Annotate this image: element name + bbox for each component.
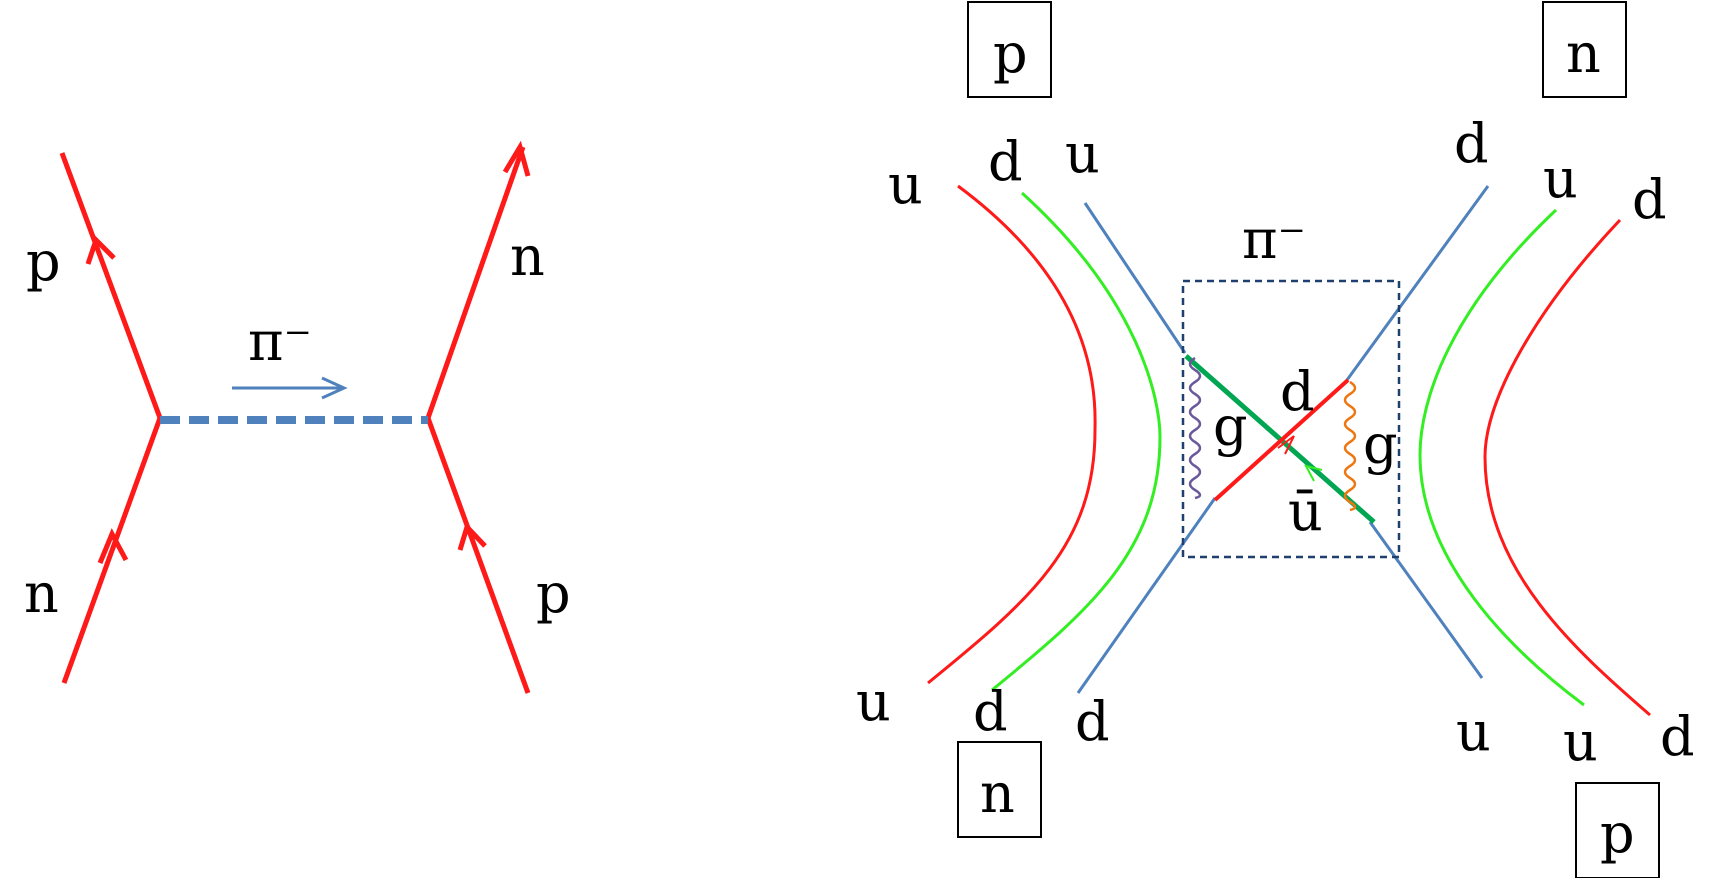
spectator-d-right [1483, 218, 1651, 717]
inner-label-d: d [1280, 360, 1315, 423]
proton-in-line [425, 417, 531, 694]
quark-line-d-bottom-left [1076, 497, 1217, 694]
gluon-right [1343, 380, 1357, 512]
neutron-in-line [61, 417, 163, 684]
arrow-icon [457, 522, 487, 551]
inner-label-ubar: ū [1288, 480, 1323, 543]
hadron-box-n-bottom-left [957, 741, 1042, 838]
gluon-label-left: g [1213, 395, 1248, 458]
quark-label-d: d [973, 680, 1008, 743]
quark-label-d: d [1632, 168, 1667, 231]
quark-label-u: u [888, 153, 923, 216]
hadron-box-p-bottom-right [1575, 782, 1660, 878]
hadron-box-n-top-right [1542, 1, 1627, 98]
quark-line-d-top-right [1345, 185, 1490, 381]
gluon-left [1188, 356, 1202, 500]
neutron-out-line [425, 146, 526, 419]
quark-label-u: u [1065, 122, 1100, 185]
quark-line-u-bottom-right [1368, 521, 1484, 679]
hadron-label-n-top-right: n [1566, 22, 1601, 85]
arrow-icon [502, 140, 531, 177]
quark-label-u: u [1543, 147, 1578, 210]
gluon-label-right: g [1363, 413, 1398, 476]
pion-label: π⁻ [1242, 208, 1306, 271]
label-p-top-left: p [26, 230, 61, 293]
quark-line-u-top-left [1083, 202, 1187, 354]
quark-label-d: d [988, 130, 1023, 193]
spectator-u-left [927, 184, 1097, 685]
arrow-icon [85, 235, 116, 265]
quark-label-u: u [856, 670, 891, 733]
pion-region-box [1181, 279, 1401, 559]
hadron-label-n-bottom-left: n [980, 762, 1015, 825]
spectator-u-right [1418, 208, 1585, 707]
d-quark-line [1213, 378, 1350, 502]
hadron-label-p-bottom-right: p [1600, 802, 1635, 865]
label-pi-minus: π⁻ [248, 310, 312, 373]
label-p-bottom-right: p [536, 562, 571, 625]
label-n-top-right: n [510, 225, 545, 288]
quark-label-u: u [1563, 710, 1598, 773]
quark-level-diagram: p n n p π⁻ d ū g g [856, 1, 1695, 878]
hadron-label-p-top-left: p [993, 22, 1028, 85]
quark-label-d: d [1454, 112, 1489, 175]
arrow-icon [97, 528, 129, 564]
arrow-icon [1304, 464, 1323, 482]
quark-label-u: u [1456, 700, 1491, 763]
hadron-level-diagram: p n n p π⁻ [24, 140, 571, 694]
arrow-icon [1277, 435, 1295, 455]
proton-out-line [59, 152, 163, 419]
arrow-icon [321, 376, 348, 400]
label-n-bottom-left: n [24, 562, 59, 625]
hadron-box-p-top-left [967, 1, 1052, 98]
quark-label-d: d [1075, 690, 1110, 753]
quark-label-d: d [1660, 705, 1695, 768]
spectator-d-left [991, 191, 1162, 692]
